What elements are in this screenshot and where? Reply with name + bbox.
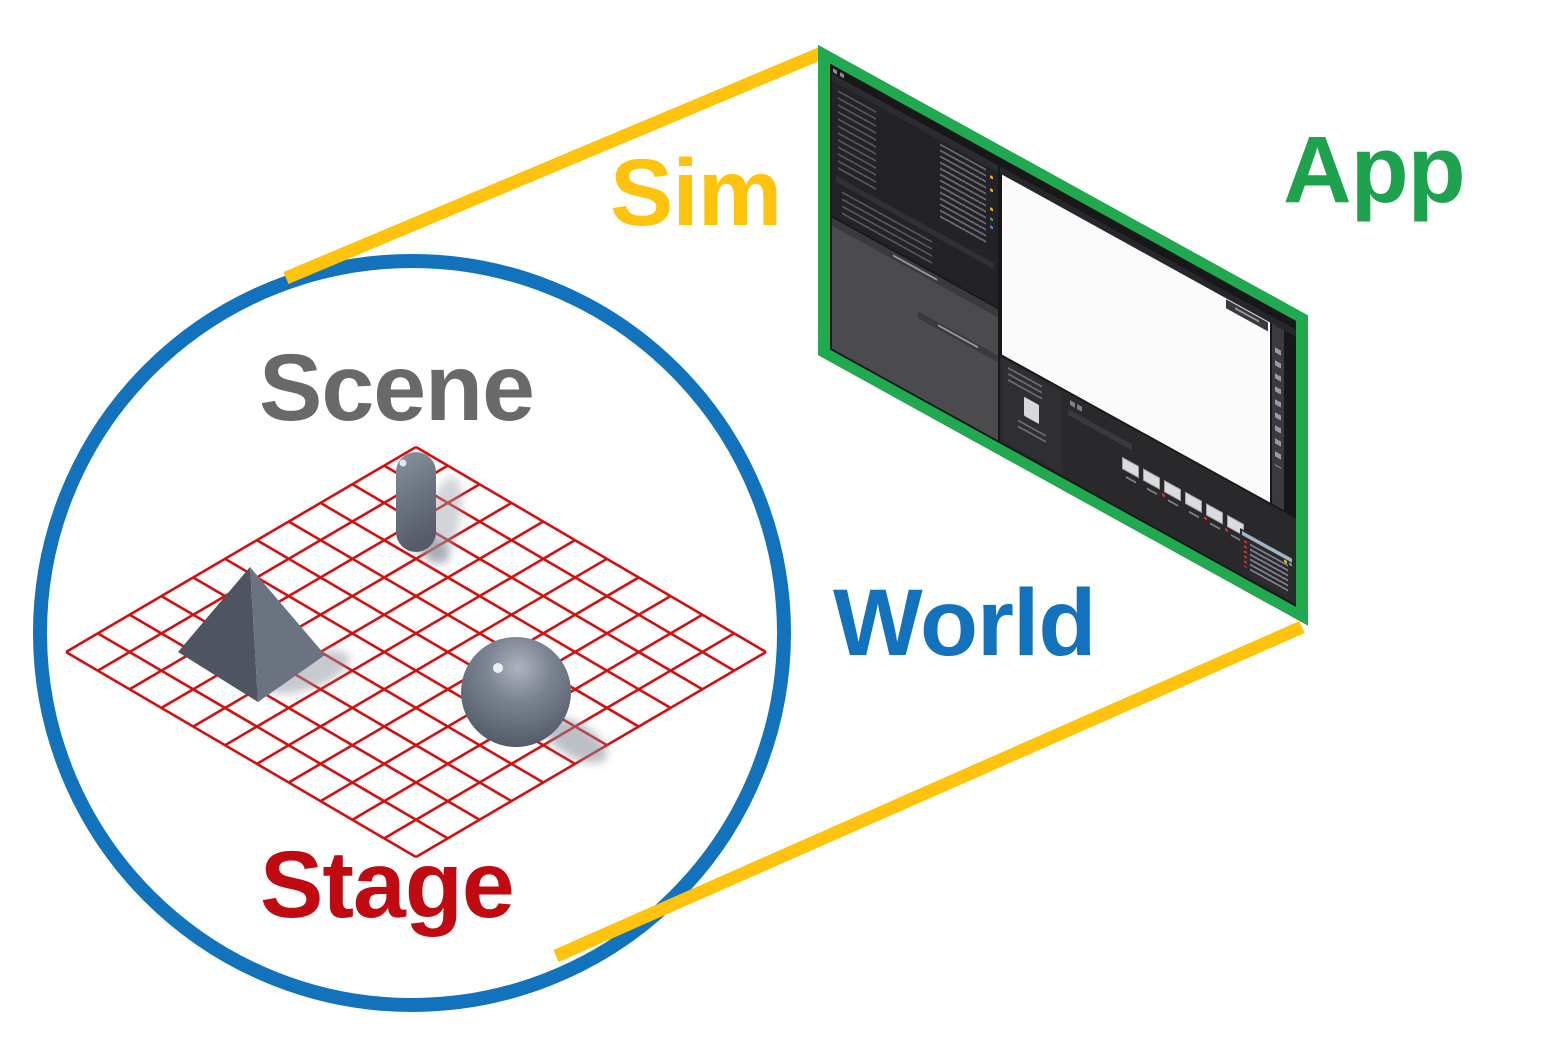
grid-line <box>416 447 766 652</box>
pyramid-shape <box>178 567 325 702</box>
grid-line <box>257 559 607 764</box>
properties-tab <box>918 311 998 363</box>
asset-thumbnail-caption <box>1126 476 1136 484</box>
grid-line <box>98 633 448 838</box>
label-sim: Sim <box>610 140 782 246</box>
viewport-toolbar <box>1272 323 1284 511</box>
grid-line <box>66 652 416 857</box>
asset-thumbnail <box>1143 468 1160 490</box>
grid-line <box>289 522 639 727</box>
grid-line <box>98 466 448 671</box>
ok-icon <box>1289 562 1292 567</box>
asset-thumbnail-caption <box>1147 487 1157 496</box>
sphere-shape <box>461 637 571 747</box>
label-scene: Scene <box>259 335 535 441</box>
grid-line <box>225 540 575 745</box>
status-icon <box>990 216 993 222</box>
grid-line <box>161 503 511 708</box>
asset-badge-icon <box>1162 492 1165 498</box>
asset-badge-icon <box>1225 527 1228 533</box>
capsule-shape <box>396 452 436 552</box>
sim-connector-top <box>283 46 827 284</box>
window-menu-icon <box>833 68 837 75</box>
visibility-icon <box>990 206 993 212</box>
world-circle <box>33 254 791 1012</box>
grid-line <box>321 503 671 708</box>
label-world: World <box>833 570 1096 676</box>
asset-thumbnail-caption <box>1210 522 1220 530</box>
window-menu-icon <box>840 72 844 79</box>
sim-connector-bottom <box>553 621 1305 962</box>
console-error-icons <box>1244 540 1247 568</box>
asset-badge-icon <box>1204 516 1207 521</box>
asset-thumbnail <box>1206 503 1223 525</box>
viewport-toolbar-icons <box>1275 347 1281 469</box>
asset-thumbnail <box>1122 456 1139 479</box>
label-app: App <box>1283 117 1466 223</box>
visibility-icon <box>990 174 993 180</box>
asset-thumbnail-caption <box>1189 510 1199 519</box>
asset-thumbnail <box>1164 480 1181 502</box>
grid-line <box>66 447 416 652</box>
label-stage: Stage <box>260 832 515 938</box>
asset-thumbnail <box>1185 491 1202 513</box>
console-rows <box>1250 543 1288 595</box>
visibility-icon <box>990 187 993 193</box>
prim-icon <box>990 224 993 230</box>
asset-thumbnail-caption <box>1168 499 1178 507</box>
